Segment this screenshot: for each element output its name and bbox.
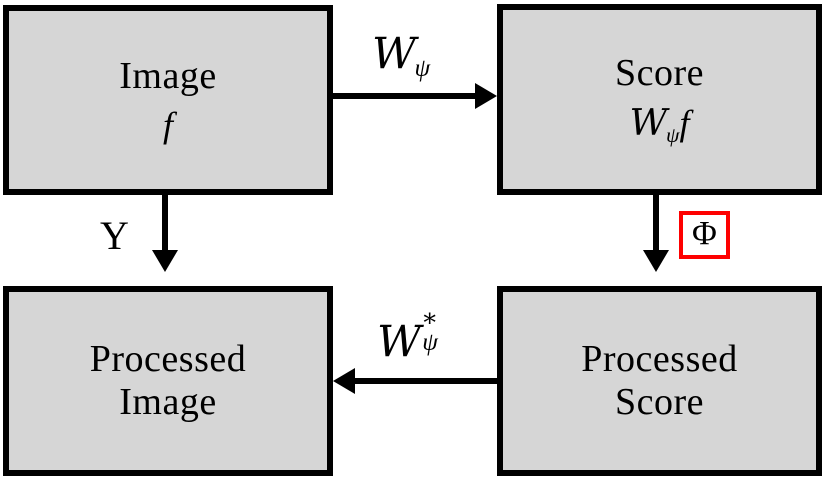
arrow-image-to-processed-image-line: [162, 195, 168, 253]
psi-subscript: ψ: [414, 55, 431, 83]
node-image-label: Image: [119, 54, 217, 97]
node-processed-score-label-1: Processed: [581, 338, 738, 381]
node-score[interactable]: Score Wψf: [497, 4, 822, 195]
node-processed-score[interactable]: Processed Score: [497, 286, 822, 476]
node-image[interactable]: Image f: [3, 5, 333, 195]
star-psi-scripts: ∗ψ: [421, 306, 449, 356]
f-symbol: f: [679, 103, 690, 144]
node-processed-score-label-2: Score: [614, 381, 705, 423]
psi-subscript: ψ: [422, 328, 438, 356]
edge-label-upsilon: Υ: [100, 213, 129, 258]
arrow-score-to-processed-score-line: [653, 195, 659, 253]
node-processed-image[interactable]: Processed Image: [3, 286, 333, 476]
arrow-image-to-score-head-icon: [475, 83, 497, 109]
edge-label-phi-highlight-box[interactable]: Φ: [679, 211, 730, 259]
edge-label-inverse-wavelet-transform: W∗ψ: [377, 306, 449, 367]
script-w-glyph: W: [377, 317, 422, 367]
arrow-image-to-processed-image-head-icon: [152, 250, 178, 272]
star-superscript: ∗: [421, 305, 439, 333]
node-score-label: Score: [614, 51, 705, 94]
node-processed-image-label-1: Processed: [89, 338, 247, 381]
arrow-processed-score-to-processed-image-head-icon: [333, 368, 355, 394]
arrow-image-to-score-line: [333, 93, 481, 99]
node-image-math: f: [162, 105, 173, 146]
node-processed-image-label-2: Image: [119, 381, 217, 423]
script-w-glyph: W: [629, 101, 668, 145]
psi-subscript: ψ: [666, 123, 680, 148]
arrow-processed-score-to-processed-image-line: [352, 378, 499, 384]
arrow-score-to-processed-score-head-icon: [643, 250, 669, 272]
node-score-math: Wψf: [630, 102, 690, 147]
script-w-glyph: W: [372, 29, 417, 79]
phi-symbol: Φ: [692, 215, 717, 252]
edge-label-wavelet-transform: Wψ: [372, 33, 431, 83]
